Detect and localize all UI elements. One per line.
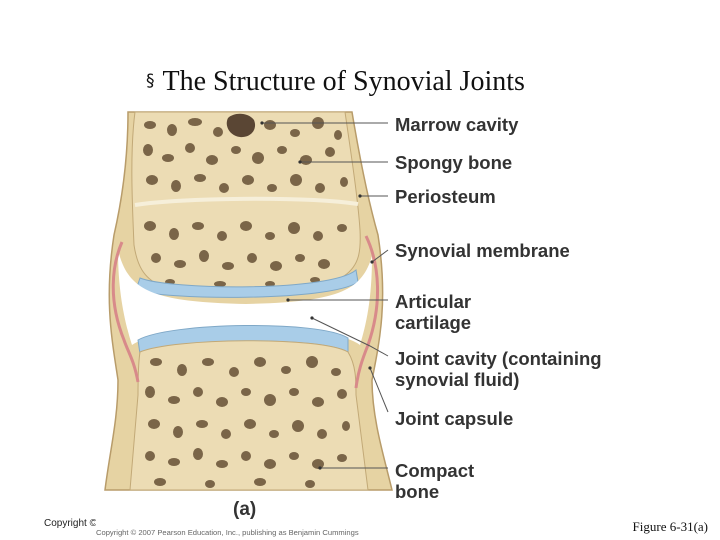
label-compact-bone-line1: Compact xyxy=(395,460,475,481)
label-marrow-cavity: Marrow cavity xyxy=(395,114,519,135)
panel-label: (a) xyxy=(233,499,257,520)
label-articular-cartilage-line1: Articular xyxy=(395,291,472,312)
label-synovial-membrane: Synovial membrane xyxy=(395,240,570,261)
title-text: The Structure of Synovial Joints xyxy=(162,66,525,97)
label-joint-cavity-line2: synovial fluid) xyxy=(395,369,520,390)
label-periosteum: Periosteum xyxy=(395,186,496,207)
label-compact-bone-line2: bone xyxy=(395,481,440,502)
spongy-bone-pores-upper xyxy=(143,117,348,287)
marrow-cavity-shape xyxy=(226,113,256,138)
leader-dots xyxy=(260,121,374,470)
leader-lines xyxy=(262,122,389,469)
publisher-credit: Copyright © 2007 Pearson Education, Inc.… xyxy=(96,528,359,537)
label-joint-capsule: Joint capsule xyxy=(395,408,514,429)
joint-cavity-shape xyxy=(118,250,372,345)
label-spongy-bone: Spongy bone xyxy=(395,152,513,173)
articular-cartilage-upper xyxy=(135,269,359,298)
synovial-membrane-left xyxy=(111,241,140,383)
label-articular-cartilage-line2: cartilage xyxy=(395,312,472,333)
slide-title: § The Structure of Synovial Joints xyxy=(146,66,525,98)
bullet-icon: § xyxy=(146,71,155,91)
figure-reference: Figure 6-31(a) xyxy=(632,519,708,534)
spongy-bone-pores-lower xyxy=(145,356,350,488)
epiphyseal-line xyxy=(134,196,359,207)
label-joint-cavity-line1: Joint cavity (containing xyxy=(395,348,602,369)
copyright-footer: Copyright © xyxy=(44,518,96,529)
